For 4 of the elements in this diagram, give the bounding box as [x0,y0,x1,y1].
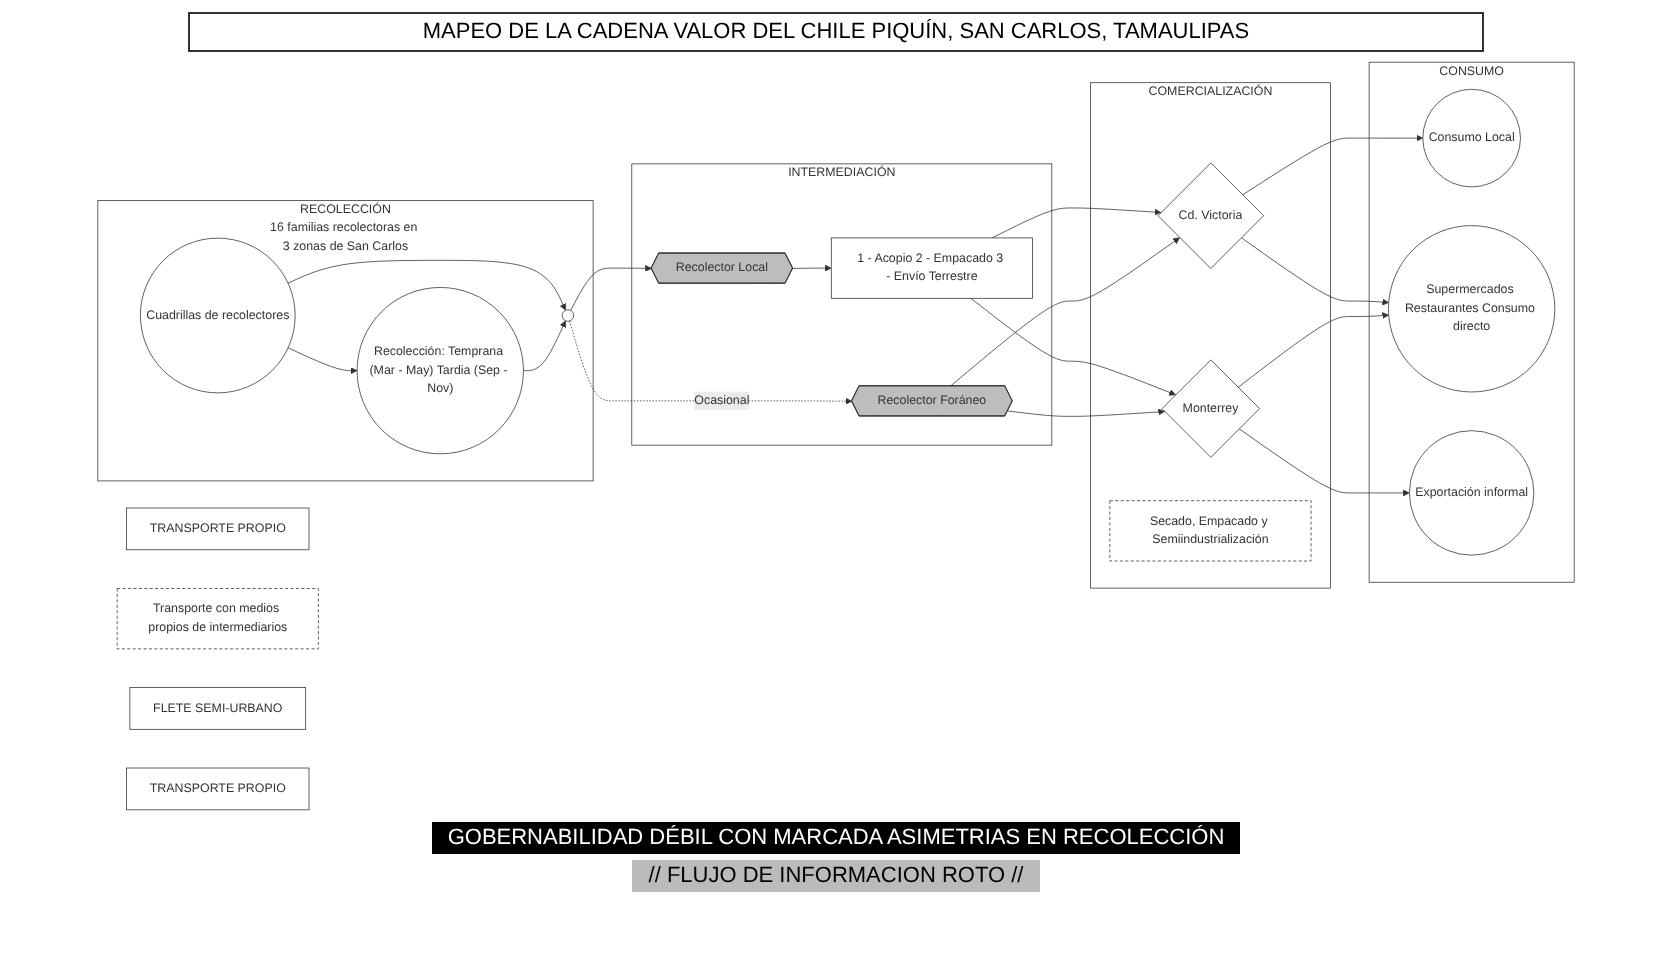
governance-banner: GOBERNABILIDAD DÉBIL CON MARCADA ASIMETRIAS EN RECOLECCIÓN [431,822,1241,854]
node-circle [561,309,575,322]
diagram-title: MAPEO DE LA CADENA VALOR DEL CHILE PIQUÍN, SAN CARLOS, TAMAULIPAS [188,12,1484,52]
info-flow-banner: // FLUJO DE INFORMACION ROTO // [632,860,1040,892]
